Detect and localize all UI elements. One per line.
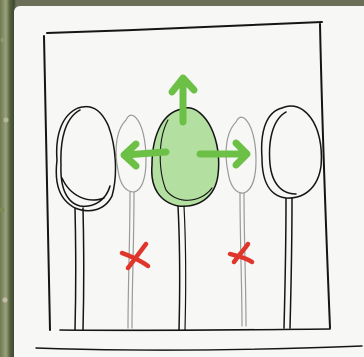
tree-right	[262, 106, 322, 328]
tree-center-highlighted	[152, 108, 219, 330]
cross-left	[122, 244, 148, 268]
tree-left	[56, 107, 115, 330]
